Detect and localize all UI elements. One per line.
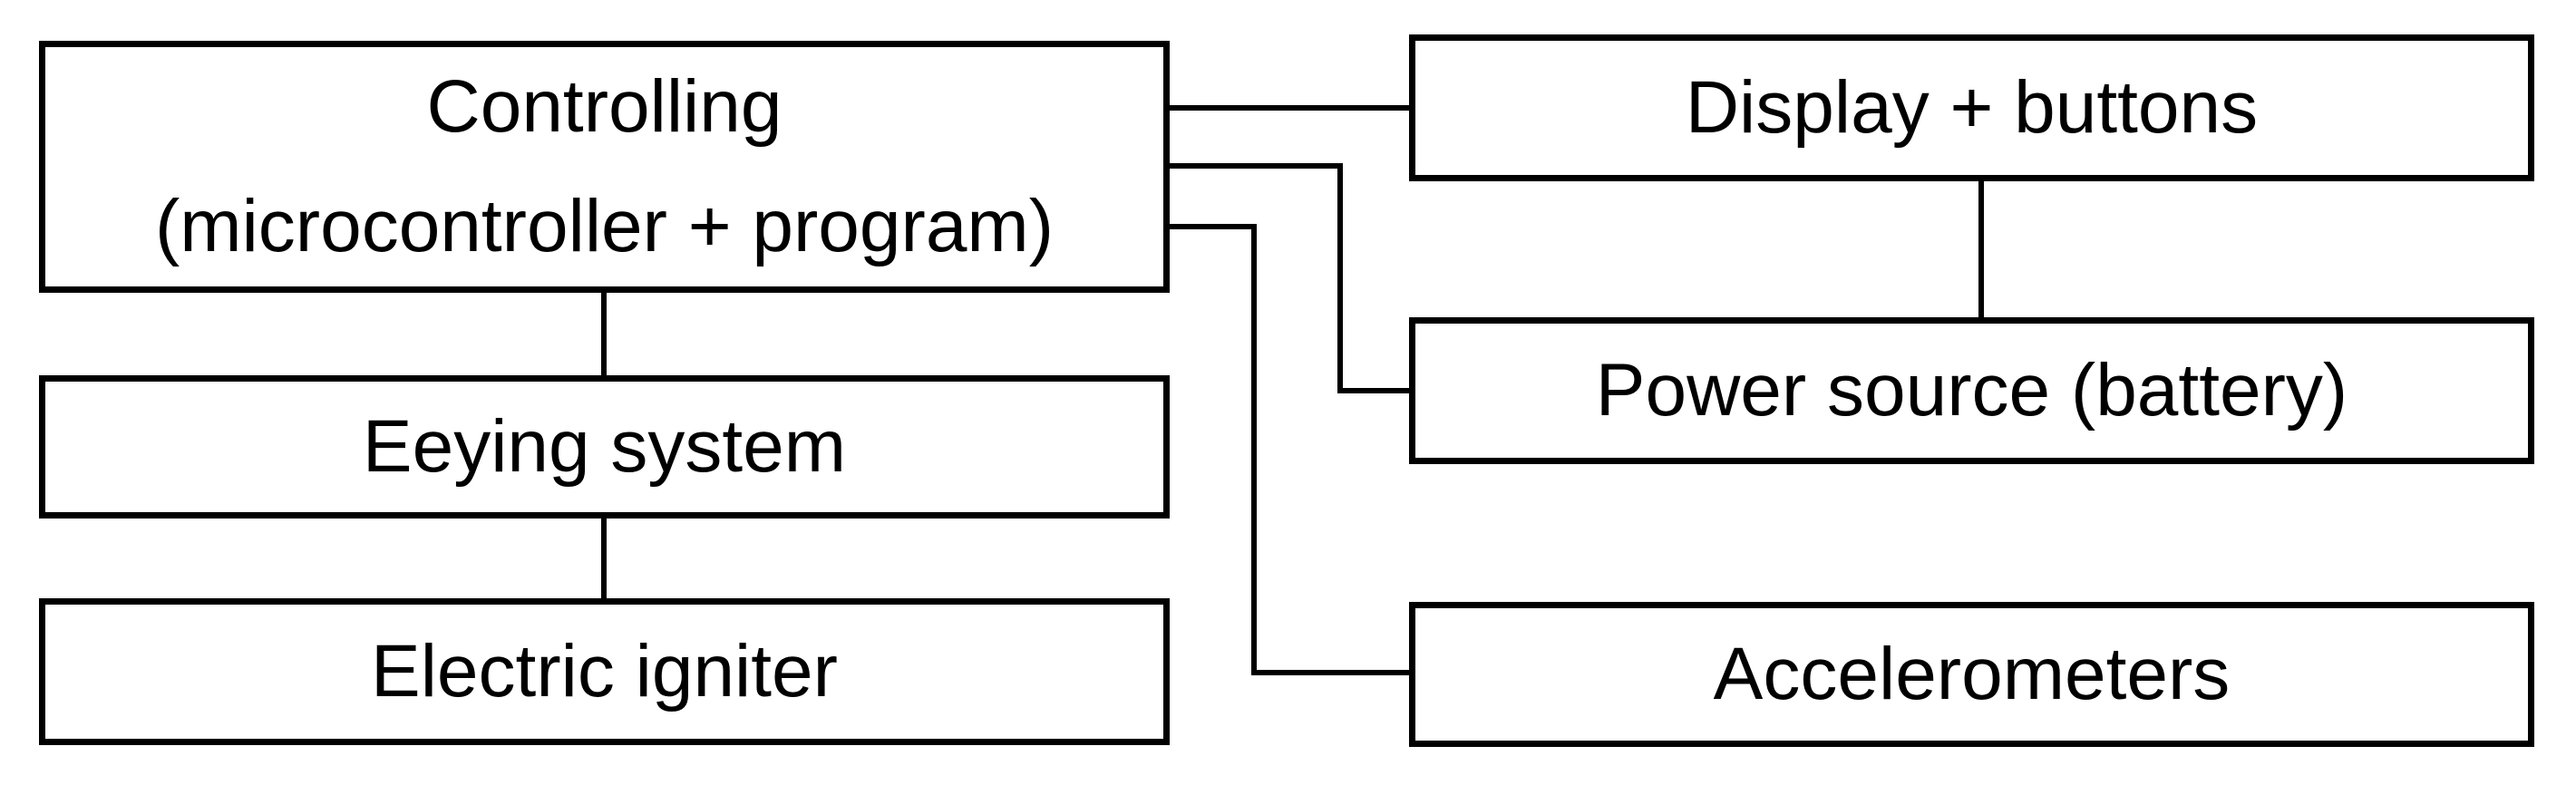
connector-controlling-to-display <box>1166 105 1413 111</box>
node-controlling-label-line2: (microcontroller + program) <box>154 185 1055 267</box>
node-accelerometers: Accelerometers <box>1409 602 2534 747</box>
node-electric-igniter: Electric igniter <box>39 598 1170 745</box>
connector-controlling-to-power-seg-vertical <box>1337 163 1343 393</box>
connector-eeying-to-igniter <box>601 515 607 602</box>
connector-controlling-to-power-seg-horizontal2 <box>1337 388 1413 393</box>
node-eeying-system: Eeying system <box>39 375 1170 518</box>
connector-controlling-to-accelerometers-seg-horizontal2 <box>1251 670 1413 675</box>
node-power-source-label: Power source (battery) <box>1595 348 2348 431</box>
node-display-buttons-label: Display + buttons <box>1685 65 2259 149</box>
connector-controlling-to-accelerometers-seg-vertical <box>1251 224 1257 675</box>
connector-controlling-to-power-seg-horizontal1 <box>1166 163 1343 169</box>
connector-display-to-power <box>1978 179 1984 321</box>
node-power-source: Power source (battery) <box>1409 317 2534 464</box>
connector-controlling-to-accelerometers-seg-horizontal1 <box>1166 224 1257 229</box>
node-eeying-system-label: Eeying system <box>362 404 847 488</box>
node-controlling: Controlling (microcontroller + program) <box>39 41 1170 293</box>
connector-controlling-to-eeying <box>601 290 607 379</box>
node-electric-igniter-label: Electric igniter <box>371 629 838 712</box>
node-accelerometers-label: Accelerometers <box>1713 632 2231 715</box>
node-display-buttons: Display + buttons <box>1409 34 2534 181</box>
node-controlling-label-line1: Controlling <box>426 65 783 148</box>
